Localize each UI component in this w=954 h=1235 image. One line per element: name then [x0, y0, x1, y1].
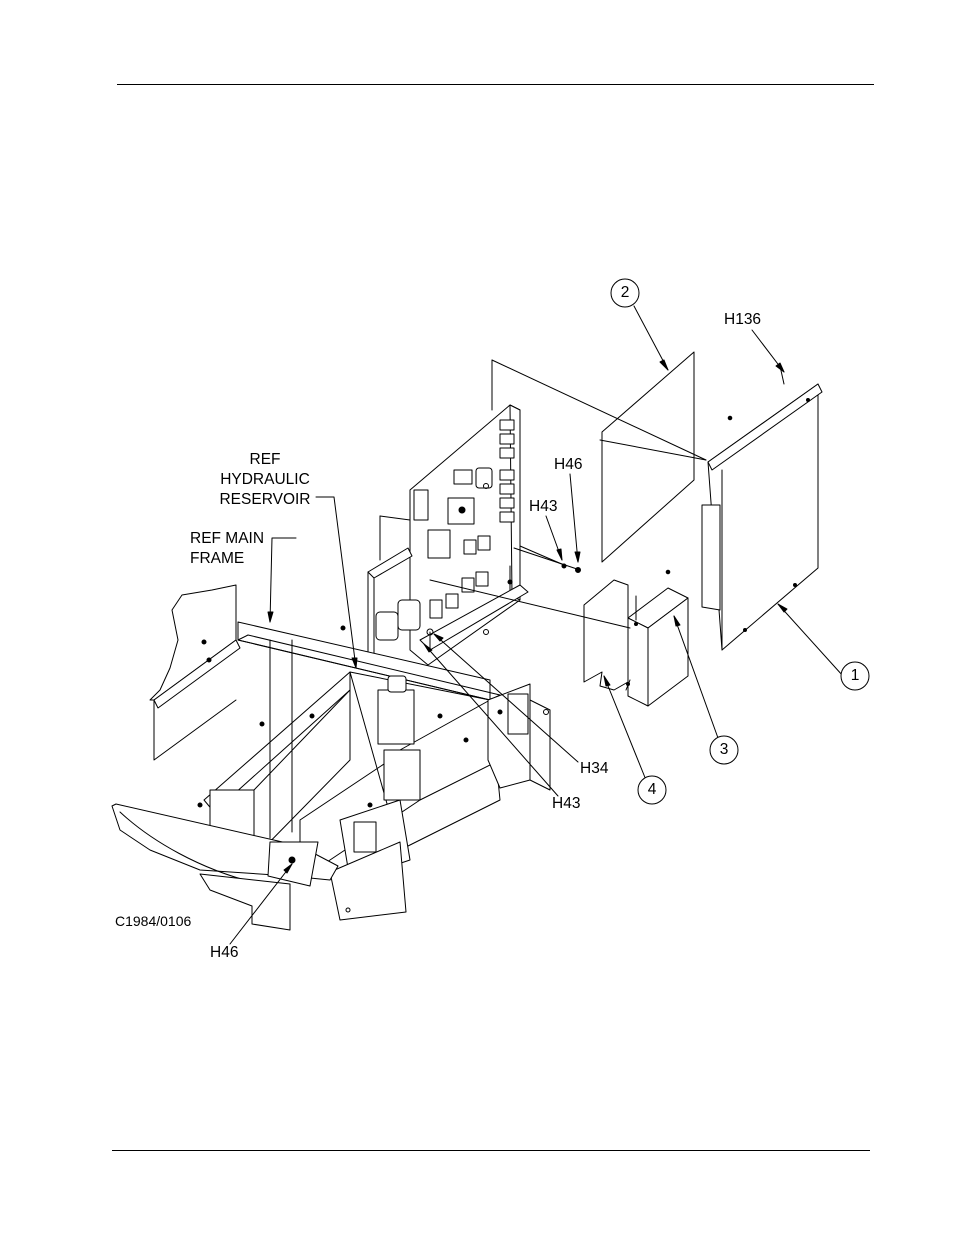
- leader-lines: [229, 305, 844, 945]
- label-h43-bottom: H43: [552, 795, 581, 812]
- header-rule: [117, 84, 874, 85]
- callout-1: 1: [850, 667, 860, 684]
- drawing-number: C1984/0106: [115, 913, 192, 929]
- ref-main-frame-line2: FRAME: [190, 550, 245, 567]
- label-h43-top: H43: [529, 498, 558, 515]
- callout-circle-2: [610, 278, 640, 308]
- bracket: [367, 515, 529, 665]
- label-h34: H34: [580, 760, 609, 777]
- ref-main-frame-line1: REF MAIN: [190, 530, 265, 547]
- small-gasket: [583, 579, 629, 691]
- label-h136: H136: [724, 311, 762, 328]
- label-h46-top: H46: [554, 456, 583, 473]
- label-ref-hydraulic-reservoir: REF HYDRAULIC RESERVOIR: [210, 450, 320, 510]
- callout-4: 4: [647, 781, 657, 798]
- main-frame: [111, 584, 551, 931]
- footer-rule: [112, 1150, 870, 1151]
- label-h46-bottom: H46: [210, 944, 239, 961]
- cover-panel: [665, 383, 823, 651]
- gasket-panel: [601, 351, 695, 563]
- callout-circle-4: [637, 775, 667, 805]
- callout-2: 2: [620, 284, 630, 301]
- ref-hydraulic-line3: RESERVOIR: [219, 491, 311, 508]
- callout-3: 3: [719, 741, 729, 758]
- ref-hydraulic-line2: HYDRAULIC: [220, 471, 310, 488]
- ref-hydraulic-line1: REF: [249, 451, 281, 468]
- callout-circle-1: [840, 661, 870, 691]
- label-ref-main-frame: REF MAIN FRAME: [190, 529, 264, 569]
- callout-circle-3: [709, 735, 739, 765]
- small-cover-box: [627, 587, 689, 707]
